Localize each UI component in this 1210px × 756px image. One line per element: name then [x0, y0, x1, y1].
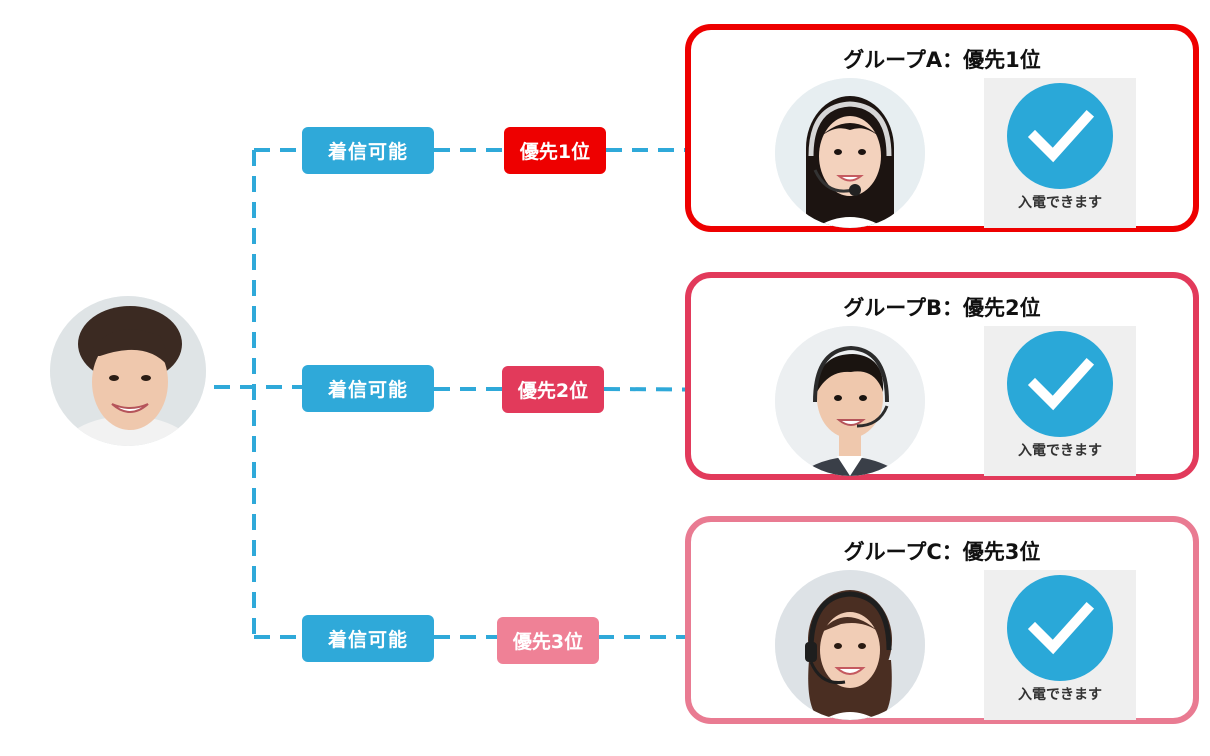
- availability-text: 入電できます: [1018, 443, 1102, 459]
- priority-badge-3: 優先3位: [497, 617, 599, 664]
- operator-avatar: [775, 570, 925, 720]
- operator-avatar: [775, 326, 925, 476]
- status-pill-2: 着信可能: [302, 365, 434, 412]
- group-title: グループA：優先1位: [843, 48, 1041, 72]
- check-icon: [1007, 575, 1113, 681]
- status-pill-3: 着信可能: [302, 615, 434, 662]
- group-title: グループC：優先3位: [843, 540, 1041, 564]
- availability-card: 入電できます: [984, 570, 1136, 720]
- availability-text: 入電できます: [1018, 687, 1102, 703]
- operator-photo: [775, 326, 925, 476]
- status-pill-1: 着信可能: [302, 127, 434, 174]
- group-card-b: グループB：優先2位 入電できます: [685, 272, 1199, 480]
- group-card-c: グループC：優先3位 入電できます: [685, 516, 1199, 724]
- operator-photo: [775, 570, 925, 720]
- group-card-a: グループA：優先1位 入電できます: [685, 24, 1199, 232]
- caller-photo: [50, 296, 206, 446]
- availability-card: 入電できます: [984, 326, 1136, 476]
- group-title: グループB：優先2位: [843, 296, 1041, 320]
- caller-avatar: [50, 296, 206, 446]
- priority-badge-2: 優先2位: [502, 366, 604, 413]
- check-icon: [1007, 83, 1113, 189]
- operator-avatar: [775, 78, 925, 228]
- availability-card: 入電できます: [984, 78, 1136, 228]
- check-icon: [1007, 331, 1113, 437]
- availability-text: 入電できます: [1018, 195, 1102, 211]
- operator-photo: [775, 78, 925, 228]
- priority-badge-1: 優先1位: [504, 127, 606, 174]
